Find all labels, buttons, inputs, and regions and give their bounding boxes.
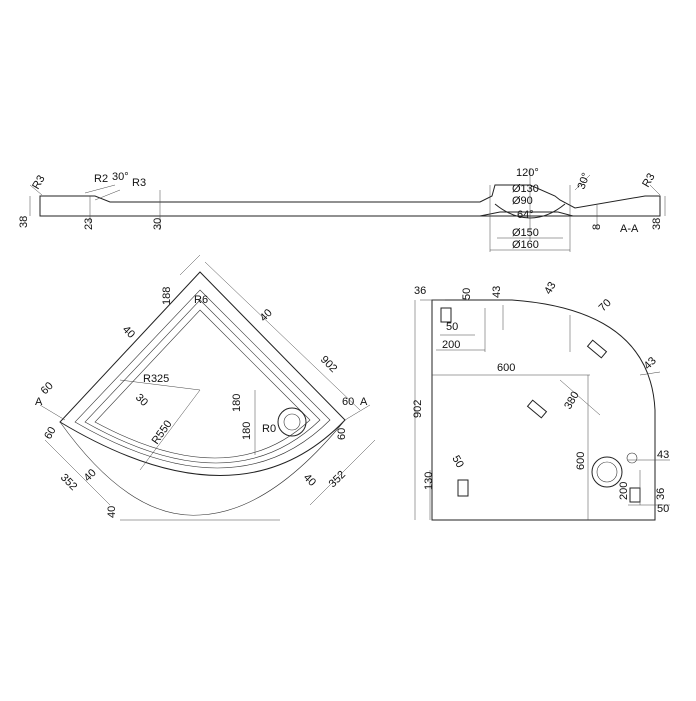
label-600-horizontal: 600 — [497, 362, 515, 374]
label-angle-64: 64° — [517, 209, 534, 221]
label-r3-mid: R3 — [132, 177, 146, 189]
drain-inner-ring — [596, 461, 618, 483]
overflow-ring — [626, 452, 638, 464]
plan-view-dimensioned: 188 R6 40 40 902 R325 30 R550 180 180 R0… — [35, 254, 376, 521]
label-130: 130 — [423, 472, 435, 490]
label-60-left-a: 60 — [39, 380, 56, 397]
label-d150: Ø150 — [512, 227, 539, 239]
label-36-low: 36 — [655, 488, 667, 500]
mount-pad-top — [440, 307, 452, 323]
label-h38-right: 38 — [651, 218, 663, 230]
label-60-right-b: 60 — [336, 428, 348, 440]
mount-pad-lower-left — [457, 479, 469, 497]
label-angle-120: 120° — [516, 167, 539, 179]
label-angle-left: 30° — [112, 171, 129, 183]
tray-rim-line — [74, 289, 331, 469]
label-d90: Ø90 — [512, 195, 533, 207]
label-h30: 30 — [152, 218, 164, 230]
label-600-vertical: 600 — [575, 452, 587, 470]
label-r6: R6 — [194, 294, 208, 306]
cross-section-view: R3 R2 30° R3 38 23 30 120° Ø130 Ø90 64° … — [18, 167, 666, 252]
label-a-right: A — [360, 396, 368, 408]
label-h38-left: 38 — [18, 216, 30, 228]
label-50-top: 50 — [461, 288, 473, 300]
label-40-top-left: 40 — [120, 324, 137, 341]
label-902-vertical: 902 — [412, 400, 424, 418]
mount-pad-center — [526, 399, 548, 419]
drain-outer-ring — [277, 407, 307, 437]
label-180-a: 180 — [231, 394, 243, 412]
tray-basin-line — [94, 309, 311, 459]
label-70: 70 — [597, 297, 614, 314]
label-200-vertical: 200 — [618, 482, 630, 500]
label-d160: Ø160 — [512, 239, 539, 251]
label-r3-right: R3 — [640, 171, 657, 189]
tray-base-outline — [431, 299, 656, 521]
label-r0: R0 — [262, 423, 276, 435]
label-section-name: A-A — [620, 223, 639, 235]
label-40-low-left: 40 — [82, 467, 99, 484]
label-60-left-b: 60 — [42, 425, 59, 442]
label-h8: 8 — [591, 224, 603, 230]
label-60-right-a: 60 — [342, 396, 354, 408]
label-a-left: A — [35, 396, 43, 408]
label-43-top: 43 — [491, 286, 503, 298]
label-36-top: 36 — [414, 285, 426, 297]
label-d130: Ø130 — [512, 183, 539, 195]
label-r2: R2 — [94, 173, 108, 185]
label-r3-left: R3 — [30, 173, 47, 191]
label-30: 30 — [133, 392, 150, 409]
label-50-low: 50 — [657, 503, 669, 515]
label-352-right: 352 — [327, 469, 348, 490]
mount-pad-corner — [586, 339, 608, 359]
mount-pad-lower-right — [629, 487, 641, 503]
label-40-low-right: 40 — [301, 472, 318, 489]
label-r550: R550 — [150, 418, 175, 446]
drain-inner-ring — [283, 413, 301, 431]
label-r325: R325 — [143, 373, 169, 385]
label-50-lower: 50 — [449, 454, 466, 471]
plan-view-mounting: 36 50 43 43 70 50 200 600 43 902 380 600… — [412, 280, 670, 521]
label-188: 188 — [161, 287, 173, 305]
tray-inner-line — [84, 299, 321, 464]
tray-front-curve — [59, 419, 346, 516]
label-43-low: 43 — [657, 449, 669, 461]
label-352-left: 352 — [58, 472, 79, 493]
label-200-top: 200 — [442, 339, 460, 351]
label-40-bottom: 40 — [106, 506, 118, 518]
label-380: 380 — [562, 390, 582, 412]
label-40-top-right: 40 — [258, 307, 275, 324]
label-43-right: 43 — [642, 355, 659, 372]
tray-profile — [39, 184, 661, 217]
label-angle-right: 30° — [576, 171, 593, 191]
label-902: 902 — [318, 354, 339, 375]
label-43-top-right: 43 — [542, 280, 559, 297]
label-180-b: 180 — [241, 422, 253, 440]
tray-outer-outline — [59, 271, 346, 476]
label-h23: 23 — [83, 218, 95, 230]
label-50-box: 50 — [446, 321, 458, 333]
drain-outer-ring — [591, 456, 623, 488]
